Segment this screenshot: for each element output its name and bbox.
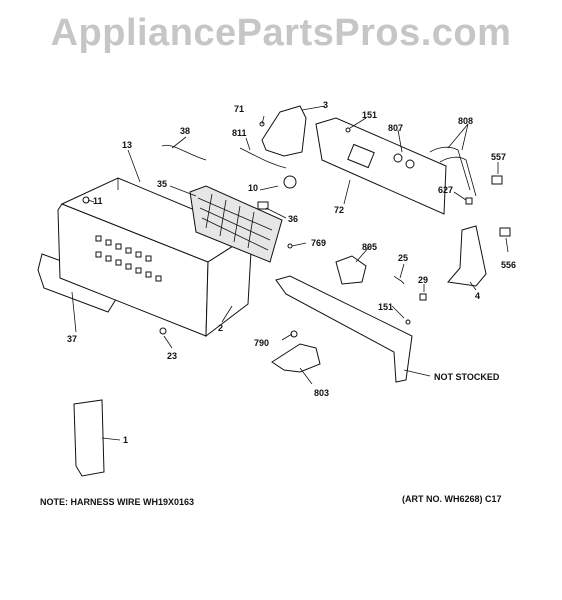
callout-627: 627 [438, 185, 453, 195]
callout-13: 13 [122, 140, 132, 150]
callout-29: 29 [418, 275, 428, 285]
callout-36: 36 [288, 214, 298, 224]
part-72-backsplash[interactable] [315, 117, 447, 215]
part-803-bracket[interactable] [271, 343, 321, 373]
callout-556: 556 [501, 260, 516, 270]
art-number: (ART NO. WH6268) C17 [402, 494, 502, 504]
callout-790: 790 [254, 338, 269, 348]
callout-769: 769 [311, 238, 326, 248]
callout-557: 557 [491, 152, 506, 162]
callout-808: 808 [458, 116, 473, 126]
callout-807: 807 [388, 123, 403, 133]
label-not-stocked: NOT STOCKED [434, 372, 500, 382]
callout-1: 1 [123, 435, 128, 445]
callout-72: 72 [334, 205, 344, 215]
part-808-hoses[interactable] [429, 146, 477, 197]
part-35-control-board[interactable] [189, 185, 283, 263]
part-4-leg[interactable] [447, 225, 487, 287]
callout-25: 25 [398, 253, 408, 263]
callout-3: 3 [323, 100, 328, 110]
callout-2: 2 [218, 323, 223, 333]
leader-lines [71, 105, 509, 441]
callout-803: 803 [314, 388, 329, 398]
callout-805: 805 [362, 242, 377, 252]
part-mounting-rail[interactable] [275, 275, 413, 383]
callout-4: 4 [475, 291, 480, 301]
watermark-logo: AppliancePartsPros.com [50, 12, 512, 54]
callout-38: 38 [180, 126, 190, 136]
callout-37: 37 [67, 334, 77, 344]
callout-labels: 13 38 811 71 3 151 807 808 557 627 72 10… [67, 100, 516, 445]
callout-151-top: 151 [362, 110, 377, 120]
harness-note: NOTE: HARNESS WIRE WH19X0163 [40, 497, 195, 507]
part-1-manual[interactable] [73, 399, 105, 477]
part-805-valve[interactable] [335, 255, 367, 285]
control-keypad [95, 235, 162, 282]
callout-10: 10 [248, 183, 258, 193]
part-control-panel[interactable] [57, 177, 254, 338]
callout-151-bottom: 151 [378, 302, 393, 312]
small-fasteners [82, 121, 511, 338]
callout-71: 71 [234, 104, 244, 114]
callout-811: 811 [232, 128, 247, 138]
callout-23: 23 [167, 351, 177, 361]
callout-35: 35 [157, 179, 167, 189]
part-3-bracket[interactable] [261, 105, 307, 157]
callout-11: 11 [93, 196, 103, 206]
